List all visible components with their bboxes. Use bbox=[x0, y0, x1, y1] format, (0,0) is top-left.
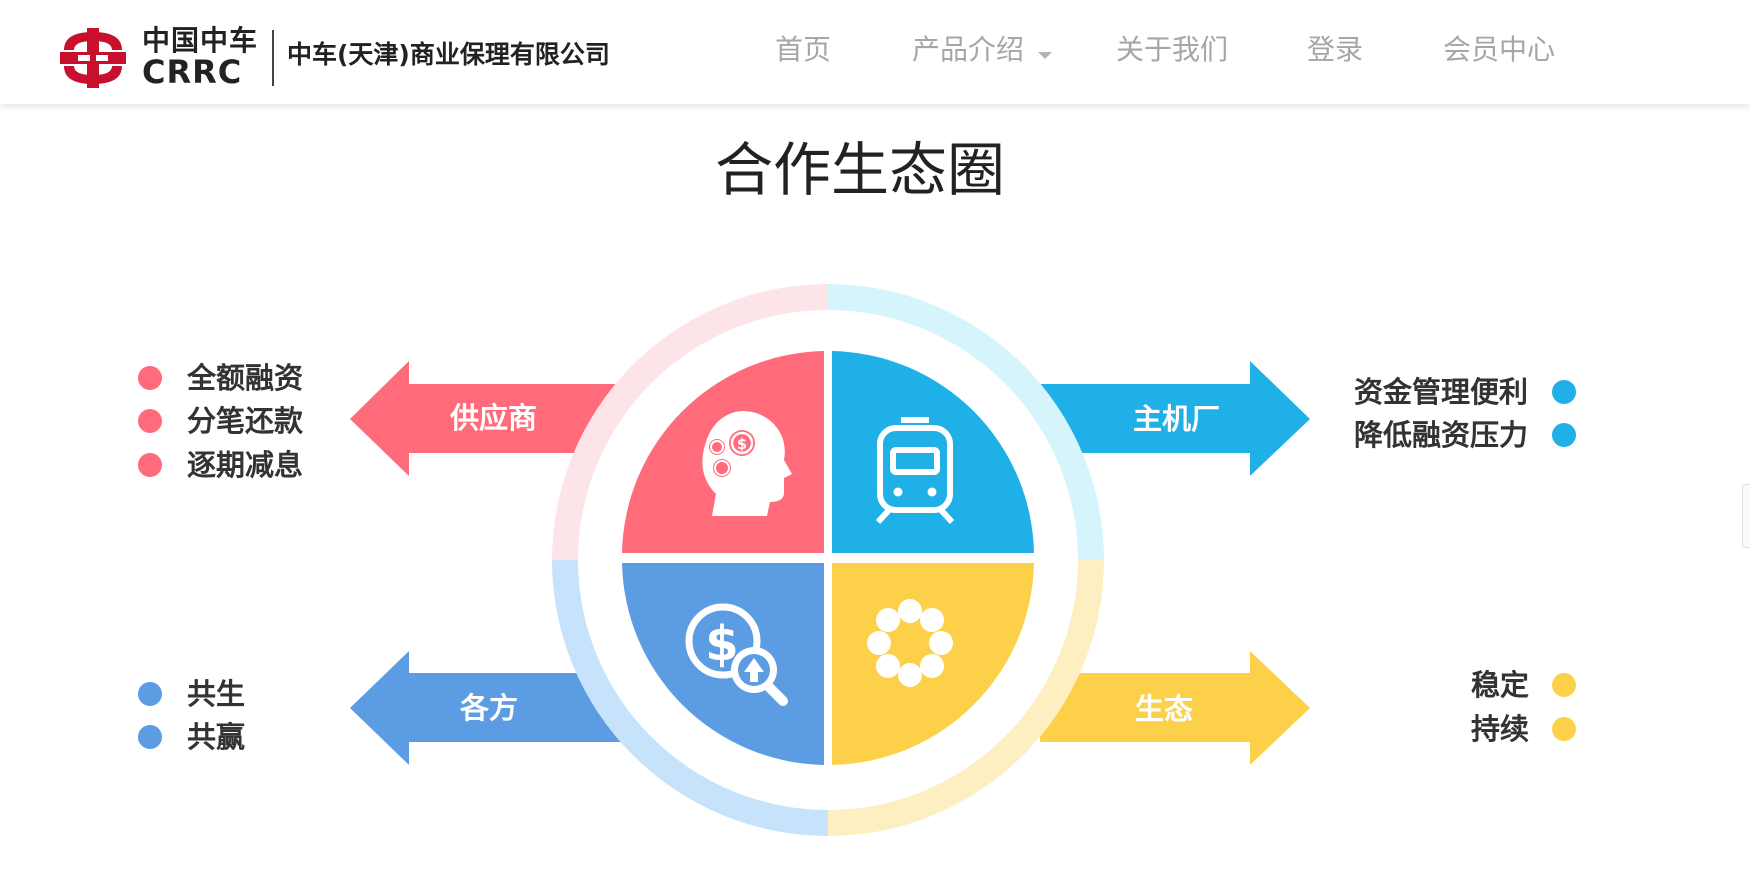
oem-feature-2: 降低融资压力 bbox=[1354, 418, 1529, 452]
section-title: 合作生态圈 bbox=[714, 136, 1005, 204]
oem-feature-1: 资金管理便利 bbox=[1354, 375, 1529, 409]
bullet-dot bbox=[138, 725, 162, 749]
train-icon bbox=[875, 417, 955, 525]
head-money-icon: $ bbox=[702, 411, 792, 516]
crrc-logo-icon[interactable] bbox=[58, 28, 128, 88]
site-header: 中国中车 CRRC 中车(天津)商业保理有限公司 首页 产品介绍 关于我们 登录… bbox=[0, 0, 1750, 104]
brand-name-en: CRRC bbox=[142, 53, 243, 91]
side-float-tab[interactable] bbox=[1742, 484, 1750, 548]
money-search-icon: $ bbox=[685, 603, 788, 706]
bullet-dot bbox=[1552, 673, 1576, 697]
parties-feature-1: 共生 bbox=[187, 677, 246, 711]
chevron-down-icon[interactable] bbox=[1038, 52, 1052, 59]
supplier-feature-3: 逐期减息 bbox=[187, 448, 304, 482]
quadrant-parties bbox=[622, 563, 824, 765]
parties-feature-2: 共赢 bbox=[187, 720, 246, 754]
supplier-feature-2: 分笔还款 bbox=[187, 404, 304, 438]
nav-home[interactable]: 首页 bbox=[775, 33, 832, 66]
bullet-dot bbox=[1552, 717, 1576, 741]
oem-arrow bbox=[1040, 361, 1310, 476]
nav-member-center[interactable]: 会员中心 bbox=[1443, 33, 1556, 66]
brand-name-cn: 中国中车 bbox=[142, 24, 259, 57]
nav-about[interactable]: 关于我们 bbox=[1116, 33, 1229, 66]
parties-label: 各方 bbox=[460, 691, 519, 725]
ecology-arrow bbox=[1040, 651, 1310, 765]
ecology-label: 生态 bbox=[1135, 692, 1194, 726]
circle-beads-icon bbox=[867, 599, 953, 687]
bullet-dot bbox=[138, 682, 162, 706]
bullet-dot bbox=[138, 366, 162, 390]
ecology-feature-1: 稳定 bbox=[1471, 668, 1530, 702]
supplier-feature-1: 全额融资 bbox=[187, 361, 304, 395]
nav-login[interactable]: 登录 bbox=[1307, 33, 1364, 66]
supplier-arrow bbox=[350, 361, 625, 476]
ecology-feature-2: 持续 bbox=[1471, 712, 1530, 746]
bullet-dot bbox=[1552, 423, 1576, 447]
supplier-label: 供应商 bbox=[450, 401, 538, 435]
brand-divider bbox=[272, 30, 274, 86]
bullet-dot bbox=[138, 453, 162, 477]
nav-products[interactable]: 产品介绍 bbox=[912, 33, 1025, 66]
bullet-dot bbox=[138, 409, 162, 433]
bullet-dot bbox=[1552, 380, 1576, 404]
company-name: 中车(天津)商业保理有限公司 bbox=[287, 40, 610, 69]
parties-arrow bbox=[350, 651, 625, 765]
svg-text:$: $ bbox=[737, 435, 747, 453]
oem-label: 主机厂 bbox=[1133, 402, 1221, 436]
